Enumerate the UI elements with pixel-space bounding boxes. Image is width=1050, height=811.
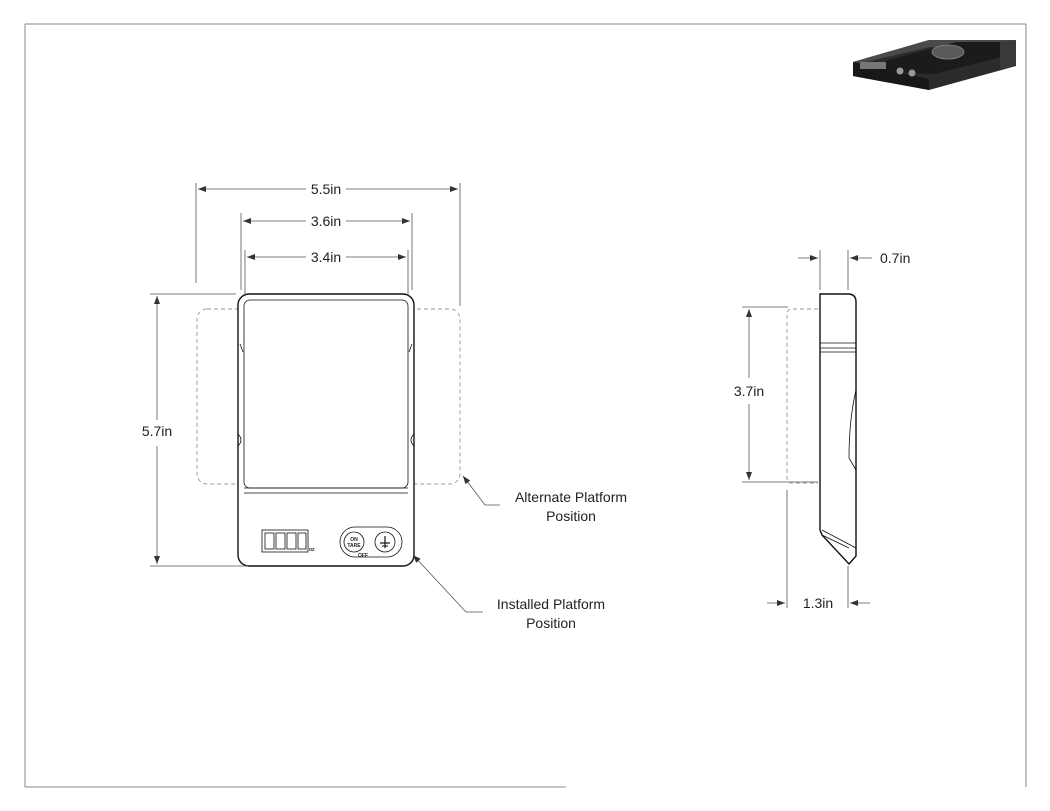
sheet-border [24,23,1027,788]
side-body-outline [819,293,857,566]
tare-label: TARE [347,543,361,549]
on-label: ON [350,537,358,543]
dimension-3-4in: 3.4in [244,249,409,296]
svg-text:Position: Position [546,508,596,524]
callout-alternate-platform: Alternate Platform Position [462,475,627,524]
on-tare-button[interactable] [343,531,365,553]
svg-text:5.7in: 5.7in [142,423,172,439]
svg-text:Installed Platform: Installed Platform [497,596,605,612]
svg-text:Position: Position [526,615,576,631]
svg-text:5.5in: 5.5in [311,181,341,197]
dimension-1-3in: 1.3in [767,490,870,611]
scale-body-outline [237,293,415,567]
svg-text:Alternate Platform: Alternate Platform [515,489,627,505]
off-label: OFF [358,553,368,559]
dimension-3-7in: 3.7in [734,306,818,483]
unit-mode-icon [380,536,390,548]
unit-label: oz [309,547,315,553]
svg-text:3.6in: 3.6in [311,213,341,229]
dimension-5-7in: 5.7in [142,293,248,567]
button-panel: ON TARE OFF [339,526,403,559]
svg-text:3.4in: 3.4in [311,249,341,265]
side-alternate-platform-outline [786,308,818,484]
lcd-display: oz [261,529,315,553]
callout-installed-platform: Installed Platform Position [412,554,605,631]
device-3d-thumbnail [853,40,1016,90]
side-view: 0.7in 3.7in 1.3in [734,250,910,611]
svg-text:0.7in: 0.7in [880,250,910,266]
dimension-0-7in: 0.7in [798,250,910,290]
unit-button[interactable] [374,531,396,553]
svg-text:1.3in: 1.3in [803,595,833,611]
dimension-5-5in: 5.5in [195,181,461,306]
front-view: oz ON TARE OFF 5.5in [142,181,627,631]
dimension-3-6in: 3.6in [240,213,413,290]
svg-text:3.7in: 3.7in [734,383,764,399]
